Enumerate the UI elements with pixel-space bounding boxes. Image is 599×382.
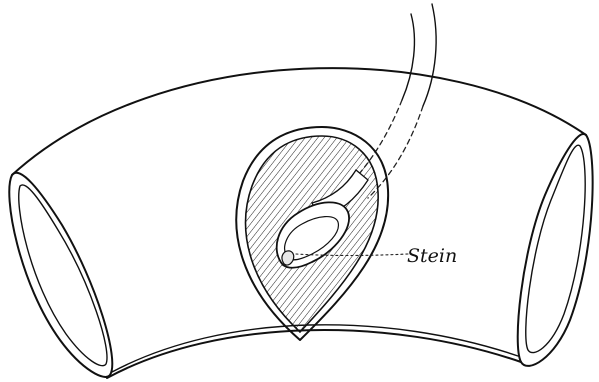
stone-tip — [282, 251, 294, 265]
tube-bottom-inner-edge — [112, 325, 518, 372]
drainage-tube-outer-line-2 — [423, 4, 436, 106]
left-opening-inner-ring — [19, 185, 107, 366]
left-opening-outer-ring — [9, 173, 112, 377]
right-opening-inner-ring — [526, 145, 585, 352]
incision-window — [236, 127, 388, 340]
left-tube-opening — [9, 173, 112, 377]
right-opening-outer-ring — [518, 134, 593, 366]
drainage-tube-outer-line-1 — [402, 14, 414, 100]
right-tube-opening — [518, 134, 593, 366]
stone-label: Stein — [407, 245, 457, 267]
tube-bottom-edge — [107, 330, 521, 378]
